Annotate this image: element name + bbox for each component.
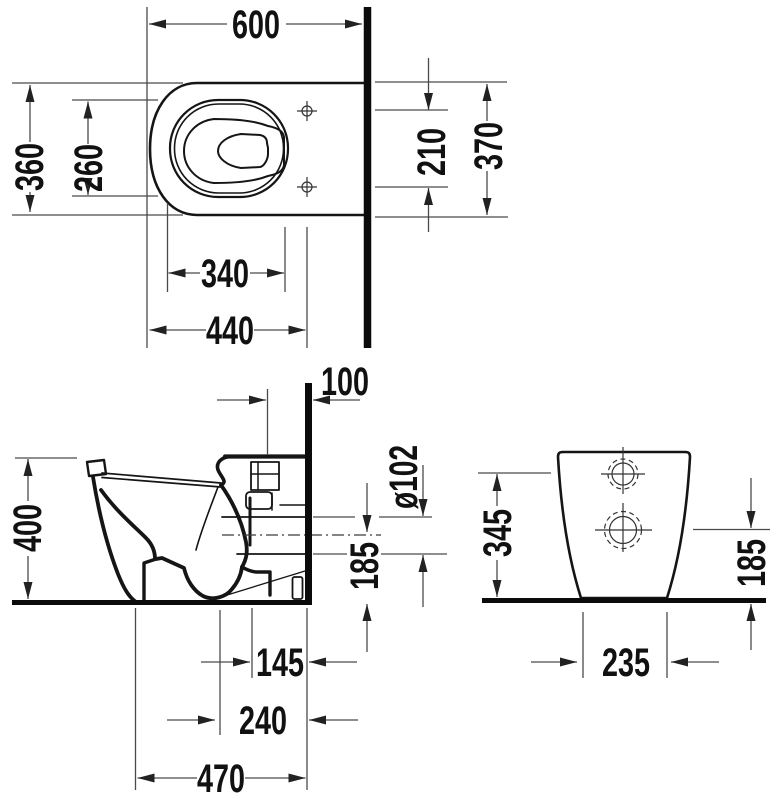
top-view: 600 360 260 210 370 340 440 — [8, 3, 511, 353]
seat-ring-outer — [168, 98, 290, 199]
dim-145-label: 145 — [256, 641, 304, 685]
top-view-dimensions: 600 360 260 210 370 340 440 — [8, 3, 511, 353]
dim-100-label: 100 — [321, 360, 369, 404]
dim-600-label: 600 — [232, 3, 280, 47]
rim-line-1 — [101, 472, 222, 484]
dim-235-label: 235 — [602, 641, 650, 685]
outlet-step — [240, 565, 272, 597]
dim-240-label: 240 — [239, 699, 287, 743]
dim-260-label: 260 — [67, 144, 111, 192]
fixing-hole-top-2 — [297, 177, 317, 197]
dim-440-label: 440 — [206, 309, 254, 353]
back-neck — [215, 455, 229, 487]
dim-345-label: 345 — [476, 509, 520, 557]
bowl-back-inner-line — [195, 486, 219, 551]
bowl-front-inner — [99, 488, 157, 561]
side-view-dimensions: 100 400 ø102 185 145 240 470 — [6, 360, 447, 799]
dim-470-label: 470 — [197, 757, 245, 799]
dim-diameter-102-label: ø102 — [382, 445, 426, 509]
dim-370-label: 370 — [467, 122, 511, 170]
dim-400-label: 400 — [6, 504, 50, 552]
dim-210-label: 210 — [410, 128, 454, 176]
top-view-body — [148, 7, 372, 348]
bowl-back-wall — [219, 483, 249, 569]
base-step — [142, 557, 158, 603]
dim-360-label: 360 — [8, 143, 52, 191]
rear-view-dimensions: 345 185 235 — [476, 472, 774, 685]
outlet-hole-rear — [595, 503, 652, 552]
dim-340-label: 340 — [201, 252, 249, 296]
trap-u-bend — [154, 556, 244, 601]
flush-valve-box — [250, 461, 280, 491]
outer-contour-side — [91, 475, 138, 604]
bowl-opening-top — [183, 118, 285, 184]
rear-view-body — [482, 447, 766, 603]
rim-line-2 — [101, 476, 222, 488]
dim-185-side-label: 185 — [343, 542, 387, 590]
toilet-outline-top — [148, 81, 366, 217]
side-view-body — [12, 383, 381, 605]
rear-view: 345 185 235 — [476, 447, 774, 685]
side-view: 100 400 ø102 185 145 240 470 — [6, 360, 447, 799]
dim-185-rear-label: 185 — [730, 539, 774, 587]
base-diagonal — [223, 570, 306, 597]
supply-hole-rear — [601, 447, 645, 494]
fixing-foot — [291, 576, 304, 600]
water-area-top — [217, 133, 269, 169]
fixing-hole-top-1 — [297, 101, 317, 121]
